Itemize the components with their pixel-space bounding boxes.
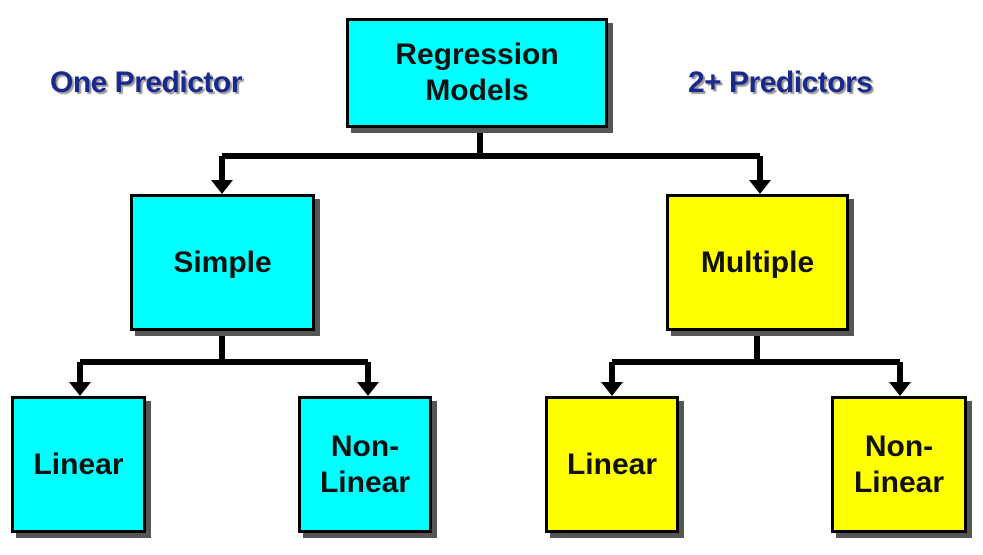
node-simple-nonlinear: Non- Linear xyxy=(298,396,432,533)
arrowhead-multiple-nonlinear xyxy=(889,382,911,396)
arrowhead-multiple xyxy=(749,180,771,194)
node-simple-linear: Linear xyxy=(11,396,146,533)
node-regression-models: Regression Models xyxy=(346,18,608,128)
arrowhead-multiple-linear xyxy=(601,382,623,396)
heading-two-plus-predictors: 2+ Predictors xyxy=(688,66,873,99)
arrowhead-simple-nonlinear xyxy=(357,382,379,396)
edge-multiple-to-children xyxy=(612,331,900,365)
edge-root-to-branches xyxy=(222,128,760,159)
node-multiple-linear: Linear xyxy=(545,396,679,533)
node-multiple: Multiple xyxy=(666,194,849,331)
arrowhead-simple-linear xyxy=(69,382,91,396)
edge-simple-to-children xyxy=(80,331,368,365)
heading-one-predictor: One Predictor xyxy=(50,66,242,99)
node-simple: Simple xyxy=(130,194,315,331)
node-multiple-nonlinear: Non- Linear xyxy=(831,396,967,533)
arrowhead-simple xyxy=(211,180,233,194)
